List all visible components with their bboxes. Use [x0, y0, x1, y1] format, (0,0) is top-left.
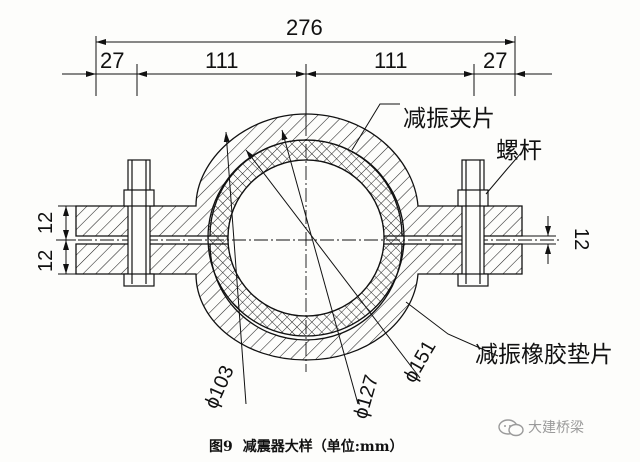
dimension-lines-right — [522, 216, 556, 264]
wechat-logo-icon — [498, 419, 524, 437]
figure-caption: 图9 减震器大样（单位:mm） — [209, 436, 414, 456]
dim-right-gap-label: 12 — [570, 228, 592, 250]
dim-left-upper-label: 12 — [35, 212, 57, 234]
bolt-left — [123, 159, 155, 287]
callout-clamp: 减振夹片 — [403, 106, 495, 132]
dim-left-mid-label: 111 — [205, 48, 238, 73]
dim-right-mid-label: 111 — [374, 48, 407, 73]
callout-bolt: 螺杆 — [496, 138, 542, 164]
dim-right-end-label: 27 — [483, 48, 507, 73]
dim-left-lower-label: 12 — [35, 250, 57, 272]
bolt-right — [457, 159, 489, 287]
dim-left-end-label: 27 — [100, 48, 124, 73]
watermark-text: 大建桥梁 — [528, 420, 584, 436]
figure-number: 图9 — [209, 439, 233, 455]
dim-overall-label: 276 — [286, 15, 323, 40]
diameter-leaders — [223, 129, 421, 405]
dimension-lines-left — [58, 205, 76, 275]
watermark: 大建桥梁 — [498, 417, 584, 437]
dim-d-mid-label: ϕ127 — [350, 372, 383, 421]
figure-title: 减震器大样（单位:mm） — [242, 439, 404, 455]
callout-pad: 减振橡胶垫片 — [475, 342, 613, 368]
callout-leaders — [351, 103, 523, 357]
dim-d-inner-label: ϕ103 — [200, 362, 238, 412]
dim-d-outer-label: ϕ151 — [399, 337, 440, 387]
dimension-lines-top — [62, 36, 552, 122]
